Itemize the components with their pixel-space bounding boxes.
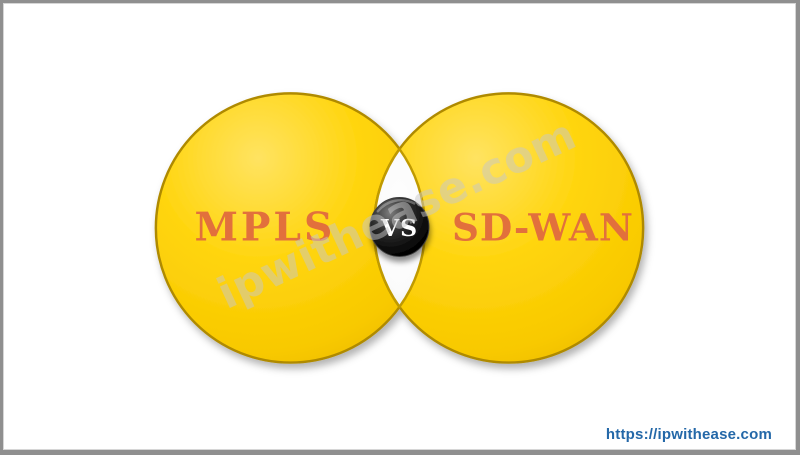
vs-label: VS	[380, 214, 418, 242]
website-url: https://ipwithease.com	[605, 426, 772, 443]
venn-diagram: MPLS SD-WAN VS ipwithease.com	[154, 92, 645, 364]
sdwan-label: SD-WAN	[452, 206, 634, 250]
vs-badge: VS	[369, 197, 430, 257]
mpls-label: MPLS	[195, 205, 336, 251]
